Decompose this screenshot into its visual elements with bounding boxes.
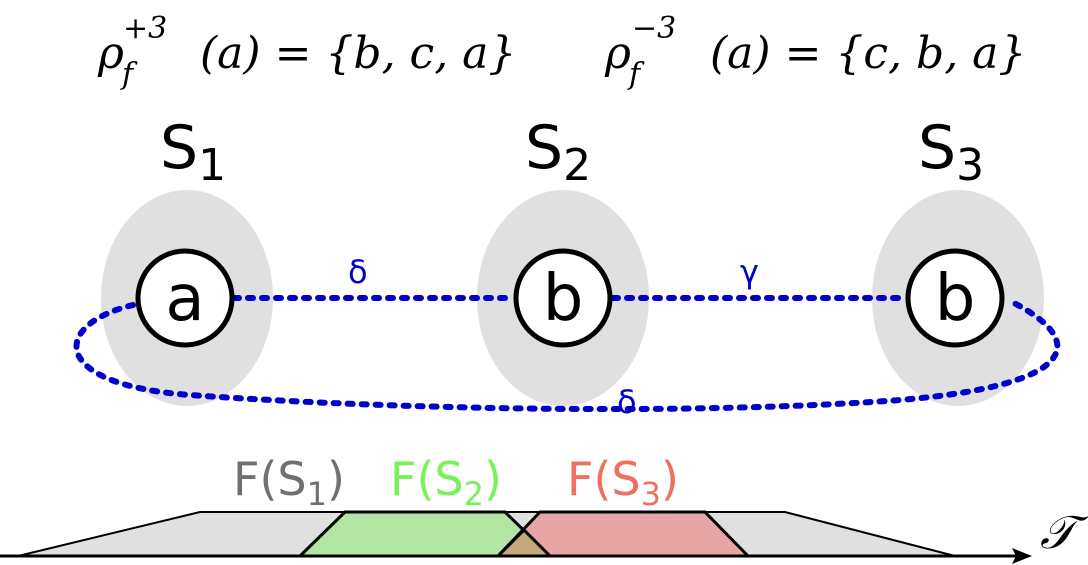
function-label-s1: F(S1) (233, 452, 345, 513)
node-label-s2: b (543, 262, 584, 336)
link-label-gamma: γ (740, 253, 759, 291)
formula-f-subscript-2: f (627, 57, 645, 92)
formula-f-subscript-1: f (120, 57, 138, 92)
link-label-delta-bottom: δ (617, 383, 637, 421)
node-label-s3: b (935, 262, 976, 336)
formula: ρ +3 f (a) = {b, c, a} ρ −3 f (a) = {c, … (97, 11, 1026, 92)
nodes: a b b (135, 248, 1005, 348)
function-shapes (17, 510, 956, 558)
site-label-s2: S2 (525, 113, 591, 191)
time-axis-arrowhead (1012, 548, 1032, 564)
formula-rho-minus: ρ (604, 28, 631, 79)
site-label-s3: S3 (918, 113, 984, 191)
function-label-s2: F(S2) (390, 452, 502, 513)
node-circle-s2 (513, 248, 613, 348)
site-labels: S1 S2 S3 (160, 113, 984, 191)
function-label-s3: F(S3) (567, 452, 679, 513)
time-axis-label: 𝒯 (1040, 505, 1088, 559)
node-label-s1: a (165, 262, 204, 336)
link-label-delta-top: δ (348, 253, 368, 291)
formula-rho-plus: ρ (97, 28, 124, 79)
formula-plus-expression: (a) = {b, c, a} (200, 28, 516, 79)
node-circle-s1 (135, 248, 235, 348)
formula-minus-expression: (a) = {c, b, a} (710, 28, 1026, 79)
links: δ γ δ (73, 253, 1061, 421)
function-labels: F(S1) F(S2) F(S3) (233, 452, 679, 513)
formula-minus-superscript: −3 (632, 11, 676, 46)
site-label-s1: S1 (160, 113, 226, 191)
node-circle-s3 (905, 248, 1005, 348)
formula-plus-superscript: +3 (123, 11, 167, 46)
link-loop (73, 297, 1061, 413)
